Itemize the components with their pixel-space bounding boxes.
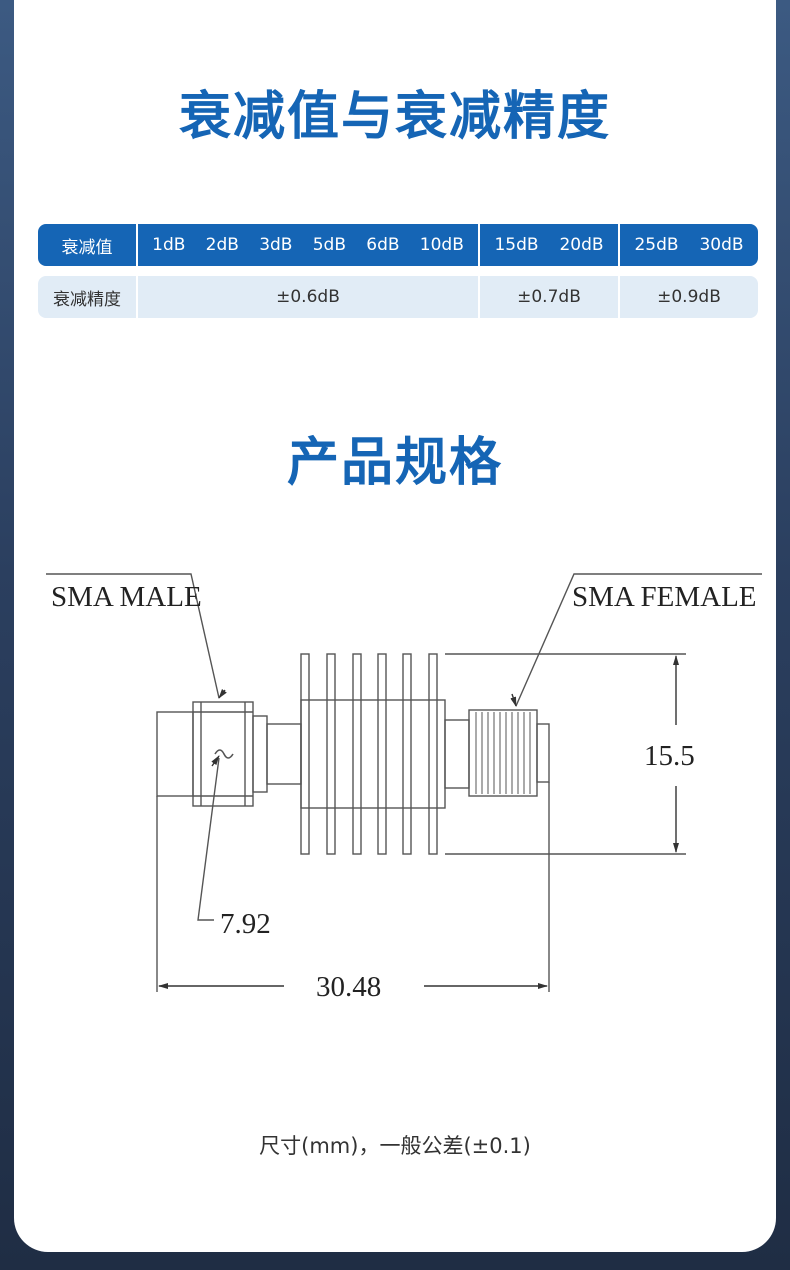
male-hex-nut [192,701,254,807]
dim-length-label: 30.48 [316,971,381,1003]
attenuation-value: 15dB [494,235,539,255]
attenuation-header-row: 衰减值 1dB 2dB 3dB 5dB 6dB 10dB 15dB 20dB 2… [38,224,758,266]
spec-section-title: 产品规格 [286,433,503,493]
attenuator-dimension-drawing: SMA MALE SMA FEMALE 15.5 7.92 30.48 [46,573,762,1003]
attenuation-value: 5dB [312,235,346,255]
attenuation-value: 2dB [205,235,239,255]
male-neck [266,723,302,785]
accuracy-label-cell: 衰减精度 [53,289,121,310]
fin-5 [402,653,412,855]
female-leader [515,573,762,707]
dim-hex-label: 7.92 [220,908,271,940]
label-sma-female: SMA FEMALE [572,581,757,613]
attenuation-value: 30dB [699,235,744,255]
fin-1 [300,653,310,855]
female-flange [444,719,470,789]
attenuation-value: 25dB [634,235,679,255]
tolerance-note: 尺寸(mm)，一般公差(±0.1) [259,1134,531,1158]
attenuation-value: 10dB [419,235,464,255]
hex-leader [197,757,220,921]
fin-2 [326,653,336,855]
hex-tilde-mark [214,749,234,759]
fin-3 [352,653,362,855]
content-card: 衰减值与衰减精度 衰减值 1dB 2dB 3dB 5dB 6dB 10dB 15… [14,0,776,1252]
male-collar [252,715,268,793]
attenuation-value: 6dB [366,235,400,255]
group-2-values-cell: 15dB 20dB [478,224,618,266]
group-1-values-cell: 1dB 2dB 3dB 5dB 6dB 10dB [136,224,478,266]
label-sma-male: SMA MALE [51,581,202,613]
dim-height-label: 15.5 [644,740,695,772]
group-1-accuracy-cell: ±0.6dB [136,276,478,318]
fin-6 [428,653,438,855]
female-tip [536,723,550,783]
female-threaded-body [468,709,538,797]
group-2-accuracy-cell: ±0.7dB [478,276,618,318]
attenuation-value: 1dB [152,235,186,255]
attenuation-value: 20dB [559,235,604,255]
heatsink-core [300,699,446,809]
accuracy-row: 衰减精度 ±0.6dB ±0.7dB ±0.9dB [38,276,758,318]
fin-4 [377,653,387,855]
group-3-accuracy-cell: ±0.9dB [618,276,758,318]
group-3-values-cell: 25dB 30dB [618,224,758,266]
male-coupling-sleeve [156,711,194,797]
header-label-cell: 衰减值 [61,237,113,258]
attenuation-value: 3dB [259,235,293,255]
attenuation-section-title: 衰减值与衰减精度 [178,87,611,147]
male-leader [46,573,220,699]
